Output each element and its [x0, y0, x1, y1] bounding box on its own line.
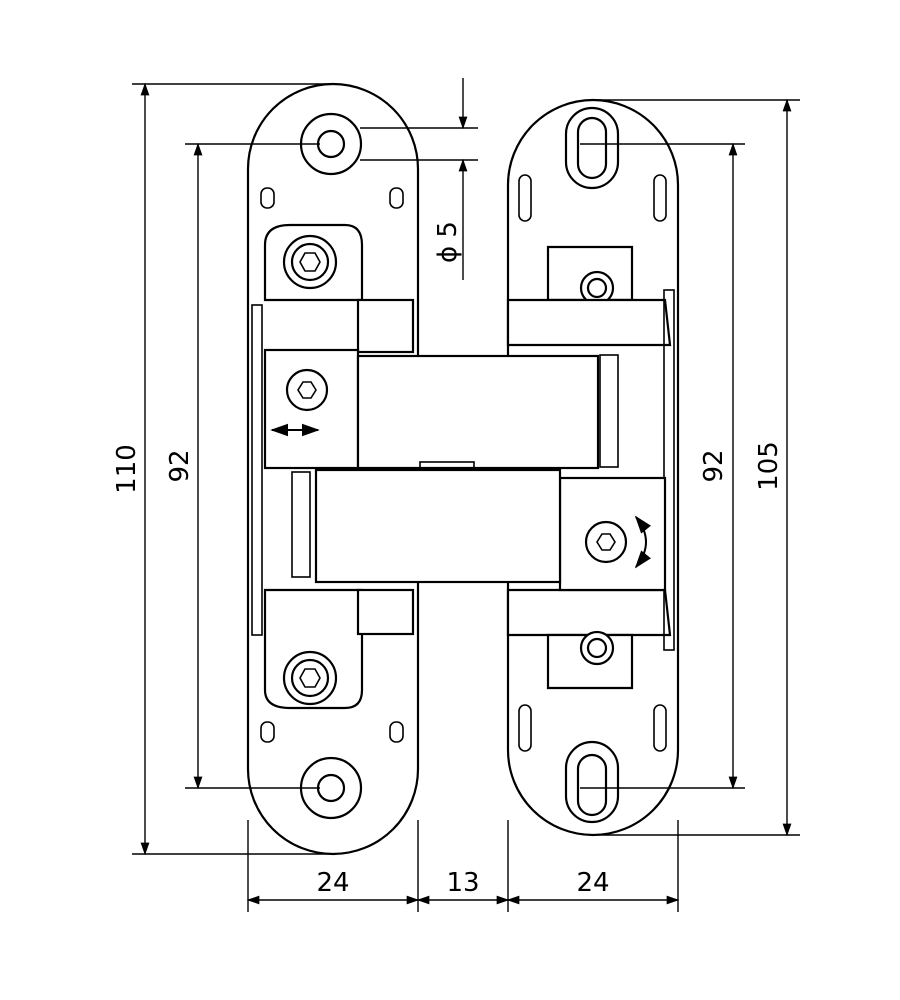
- left-slot: [389, 187, 404, 209]
- dimension-right-plate-width: 24: [506, 868, 680, 905]
- dimension-hole-diameter: ϕ 5: [433, 78, 468, 280]
- dim-label-diameter-5: ϕ 5: [433, 221, 463, 263]
- dimension-left-plate-width: 24: [246, 868, 420, 905]
- left-lateral-adjust-screw: [285, 368, 329, 412]
- left-slot: [260, 721, 275, 743]
- dimension-hole-spacing-left: 92: [165, 142, 203, 790]
- left-bottom-adjust-screw: [282, 650, 338, 706]
- dim-label-105: 105: [754, 441, 784, 491]
- dimension-hole-spacing-right: 92: [699, 142, 738, 790]
- dimension-overall-height-left: 110: [112, 82, 150, 856]
- rotation-adjust-arrow-icon: [634, 515, 652, 569]
- left-top-adjust-screw: [282, 234, 338, 290]
- dimension-gap-width: 13: [416, 868, 510, 905]
- extension-lines: [132, 83, 800, 912]
- right-vertical-adjust-screw: [584, 520, 628, 564]
- left-top-mounting-hole: [299, 112, 363, 176]
- dimension-overall-height-right: 105: [754, 98, 792, 837]
- right-top-oval-slot: [564, 106, 620, 190]
- right-bottom-screw: [579, 630, 615, 666]
- dim-label-92-right: 92: [699, 449, 729, 482]
- right-slot: [653, 174, 667, 222]
- right-slot: [518, 174, 532, 222]
- right-slot: [518, 704, 532, 752]
- right-bottom-oval-slot: [564, 740, 620, 824]
- left-slot: [260, 187, 275, 209]
- dim-label-24-left: 24: [316, 868, 349, 898]
- dim-label-13: 13: [446, 868, 479, 898]
- dim-label-110: 110: [112, 444, 142, 494]
- hinge-central-body: [314, 354, 600, 584]
- dim-label-92-left: 92: [165, 449, 195, 482]
- dim-label-24-right: 24: [576, 868, 609, 898]
- left-slot: [389, 721, 404, 743]
- right-slot: [653, 704, 667, 752]
- right-top-screw: [579, 270, 615, 306]
